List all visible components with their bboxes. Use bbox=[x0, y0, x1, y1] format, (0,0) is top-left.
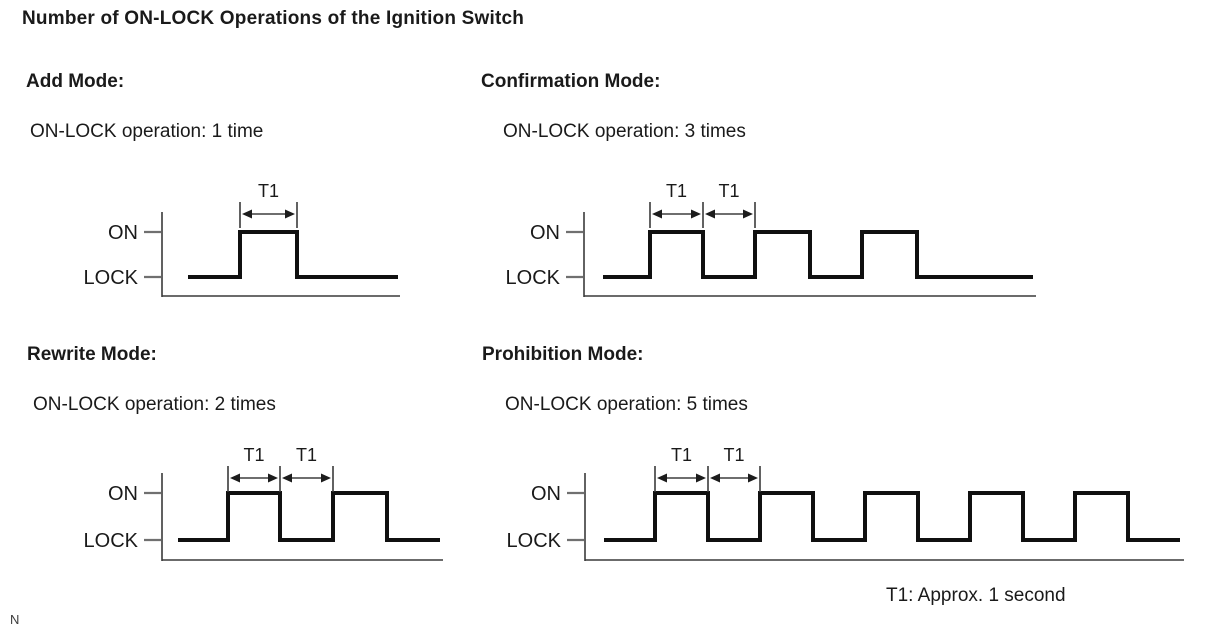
add-mode-heading: Add Mode: bbox=[26, 71, 125, 92]
confirmation-mode-timing-diagram: ON LOCK T1 T1 bbox=[506, 181, 1036, 297]
t1-label: T1 bbox=[258, 181, 279, 201]
t1-label: T1 bbox=[671, 445, 692, 465]
on-level-label: ON bbox=[530, 222, 560, 244]
ignition-switch-waveform bbox=[603, 230, 1033, 279]
rewrite-mode-timing-diagram: ON LOCK T1 T1 bbox=[84, 445, 443, 561]
on-level-label: ON bbox=[108, 483, 138, 505]
t1-arrowhead-right-icon bbox=[285, 209, 295, 219]
t1-arrowhead-right-icon bbox=[748, 473, 758, 483]
t1-label: T1 bbox=[718, 181, 739, 201]
t1-arrowhead-left-icon bbox=[652, 209, 662, 219]
lock-level-label: LOCK bbox=[84, 267, 139, 289]
t1-arrowhead-right-icon bbox=[268, 473, 278, 483]
t1-arrowhead-left-icon bbox=[282, 473, 292, 483]
prohibition-mode-operation-count: ON-LOCK operation: 5 times bbox=[505, 394, 748, 415]
ignition-switch-waveform bbox=[178, 491, 440, 542]
t1-arrowhead-left-icon bbox=[230, 473, 240, 483]
t1-arrowhead-right-icon bbox=[743, 209, 753, 219]
t1-arrowhead-left-icon bbox=[657, 473, 667, 483]
prohibition-mode-timing-diagram: ON LOCK T1 T1 bbox=[507, 445, 1184, 561]
t1-arrowhead-right-icon bbox=[691, 209, 701, 219]
t1-definition-note: T1: Approx. 1 second bbox=[886, 585, 1066, 606]
on-level-label: ON bbox=[531, 483, 561, 505]
t1-label: T1 bbox=[666, 181, 687, 201]
page-title: Number of ON-LOCK Operations of the Igni… bbox=[22, 8, 525, 29]
t1-arrowhead-right-icon bbox=[696, 473, 706, 483]
t1-arrowhead-left-icon bbox=[705, 209, 715, 219]
t1-arrowhead-left-icon bbox=[242, 209, 252, 219]
add-mode-operation-count: ON-LOCK operation: 1 time bbox=[30, 121, 264, 142]
t1-label: T1 bbox=[296, 445, 317, 465]
confirmation-mode-operation-count: ON-LOCK operation: 3 times bbox=[503, 121, 746, 142]
ignition-switch-waveform bbox=[604, 491, 1180, 542]
t1-label: T1 bbox=[243, 445, 264, 465]
on-level-label: ON bbox=[108, 222, 138, 244]
t1-label: T1 bbox=[723, 445, 744, 465]
t1-arrowhead-left-icon bbox=[710, 473, 720, 483]
rewrite-mode-heading: Rewrite Mode: bbox=[27, 344, 157, 365]
t1-arrowhead-right-icon bbox=[321, 473, 331, 483]
prohibition-mode-heading: Prohibition Mode: bbox=[482, 344, 644, 365]
add-mode-timing-diagram: ON LOCK T1 bbox=[84, 181, 400, 297]
footnote-marker: N bbox=[10, 612, 20, 627]
lock-level-label: LOCK bbox=[506, 267, 561, 289]
confirmation-mode-heading: Confirmation Mode: bbox=[481, 71, 661, 92]
lock-level-label: LOCK bbox=[84, 530, 139, 552]
rewrite-mode-operation-count: ON-LOCK operation: 2 times bbox=[33, 394, 276, 415]
lock-level-label: LOCK bbox=[507, 530, 562, 552]
ignition-switch-waveform bbox=[188, 230, 398, 279]
